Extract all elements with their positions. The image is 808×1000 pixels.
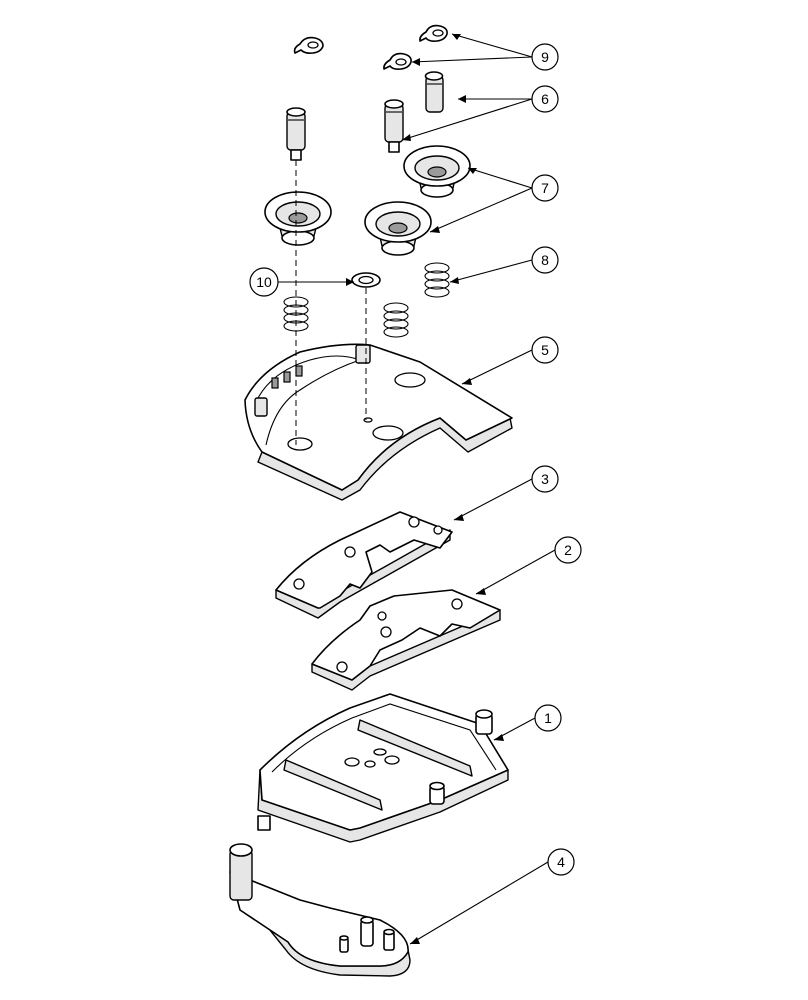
part-8-spring-center [383, 302, 409, 338]
part-7-cup-left [264, 191, 332, 246]
part-7-cup-center [364, 201, 432, 256]
callout-9-label: 9 [541, 49, 549, 65]
part-1-base-housing [257, 693, 509, 843]
callout-7: 7 [531, 174, 559, 202]
part-6-pin-left [286, 107, 306, 161]
part-9-clip-right-bottom [383, 52, 412, 70]
callout-5-label: 5 [541, 342, 549, 358]
callout-2-label: 2 [564, 542, 572, 558]
callout-10: 10 [249, 267, 279, 297]
part-9-clip-right-top [419, 24, 448, 42]
callout-7-label: 7 [541, 180, 549, 196]
part-5-carrier-plate [244, 343, 513, 501]
callout-9: 9 [531, 43, 559, 71]
callout-4: 4 [547, 848, 575, 876]
callout-8-label: 8 [541, 252, 549, 268]
part-6-pin-center [384, 99, 404, 153]
part-4-lever-arm [229, 843, 411, 977]
part-8-spring-right [424, 262, 450, 298]
part-9-clip-left [293, 36, 324, 54]
part-10-washer [351, 272, 381, 288]
part-2-sector-plate [311, 589, 501, 691]
part-7-cup-right [403, 145, 471, 198]
callout-3: 3 [531, 465, 559, 493]
callout-1-label: 1 [544, 710, 552, 726]
leader-arrowheads [346, 34, 504, 944]
assembly-centerlines [295, 160, 367, 445]
callout-4-label: 4 [557, 854, 565, 870]
callout-6: 6 [531, 85, 559, 113]
callout-8: 8 [531, 246, 559, 274]
callout-1: 1 [534, 704, 562, 732]
callout-3-label: 3 [541, 471, 549, 487]
callout-2: 2 [554, 536, 582, 564]
part-6-pin-right [424, 71, 444, 113]
callout-6-label: 6 [541, 91, 549, 107]
callout-10-label: 10 [256, 274, 272, 290]
callout-5: 5 [531, 336, 559, 364]
part-3-sector-plate [275, 511, 453, 619]
leader-lines [250, 33, 556, 945]
